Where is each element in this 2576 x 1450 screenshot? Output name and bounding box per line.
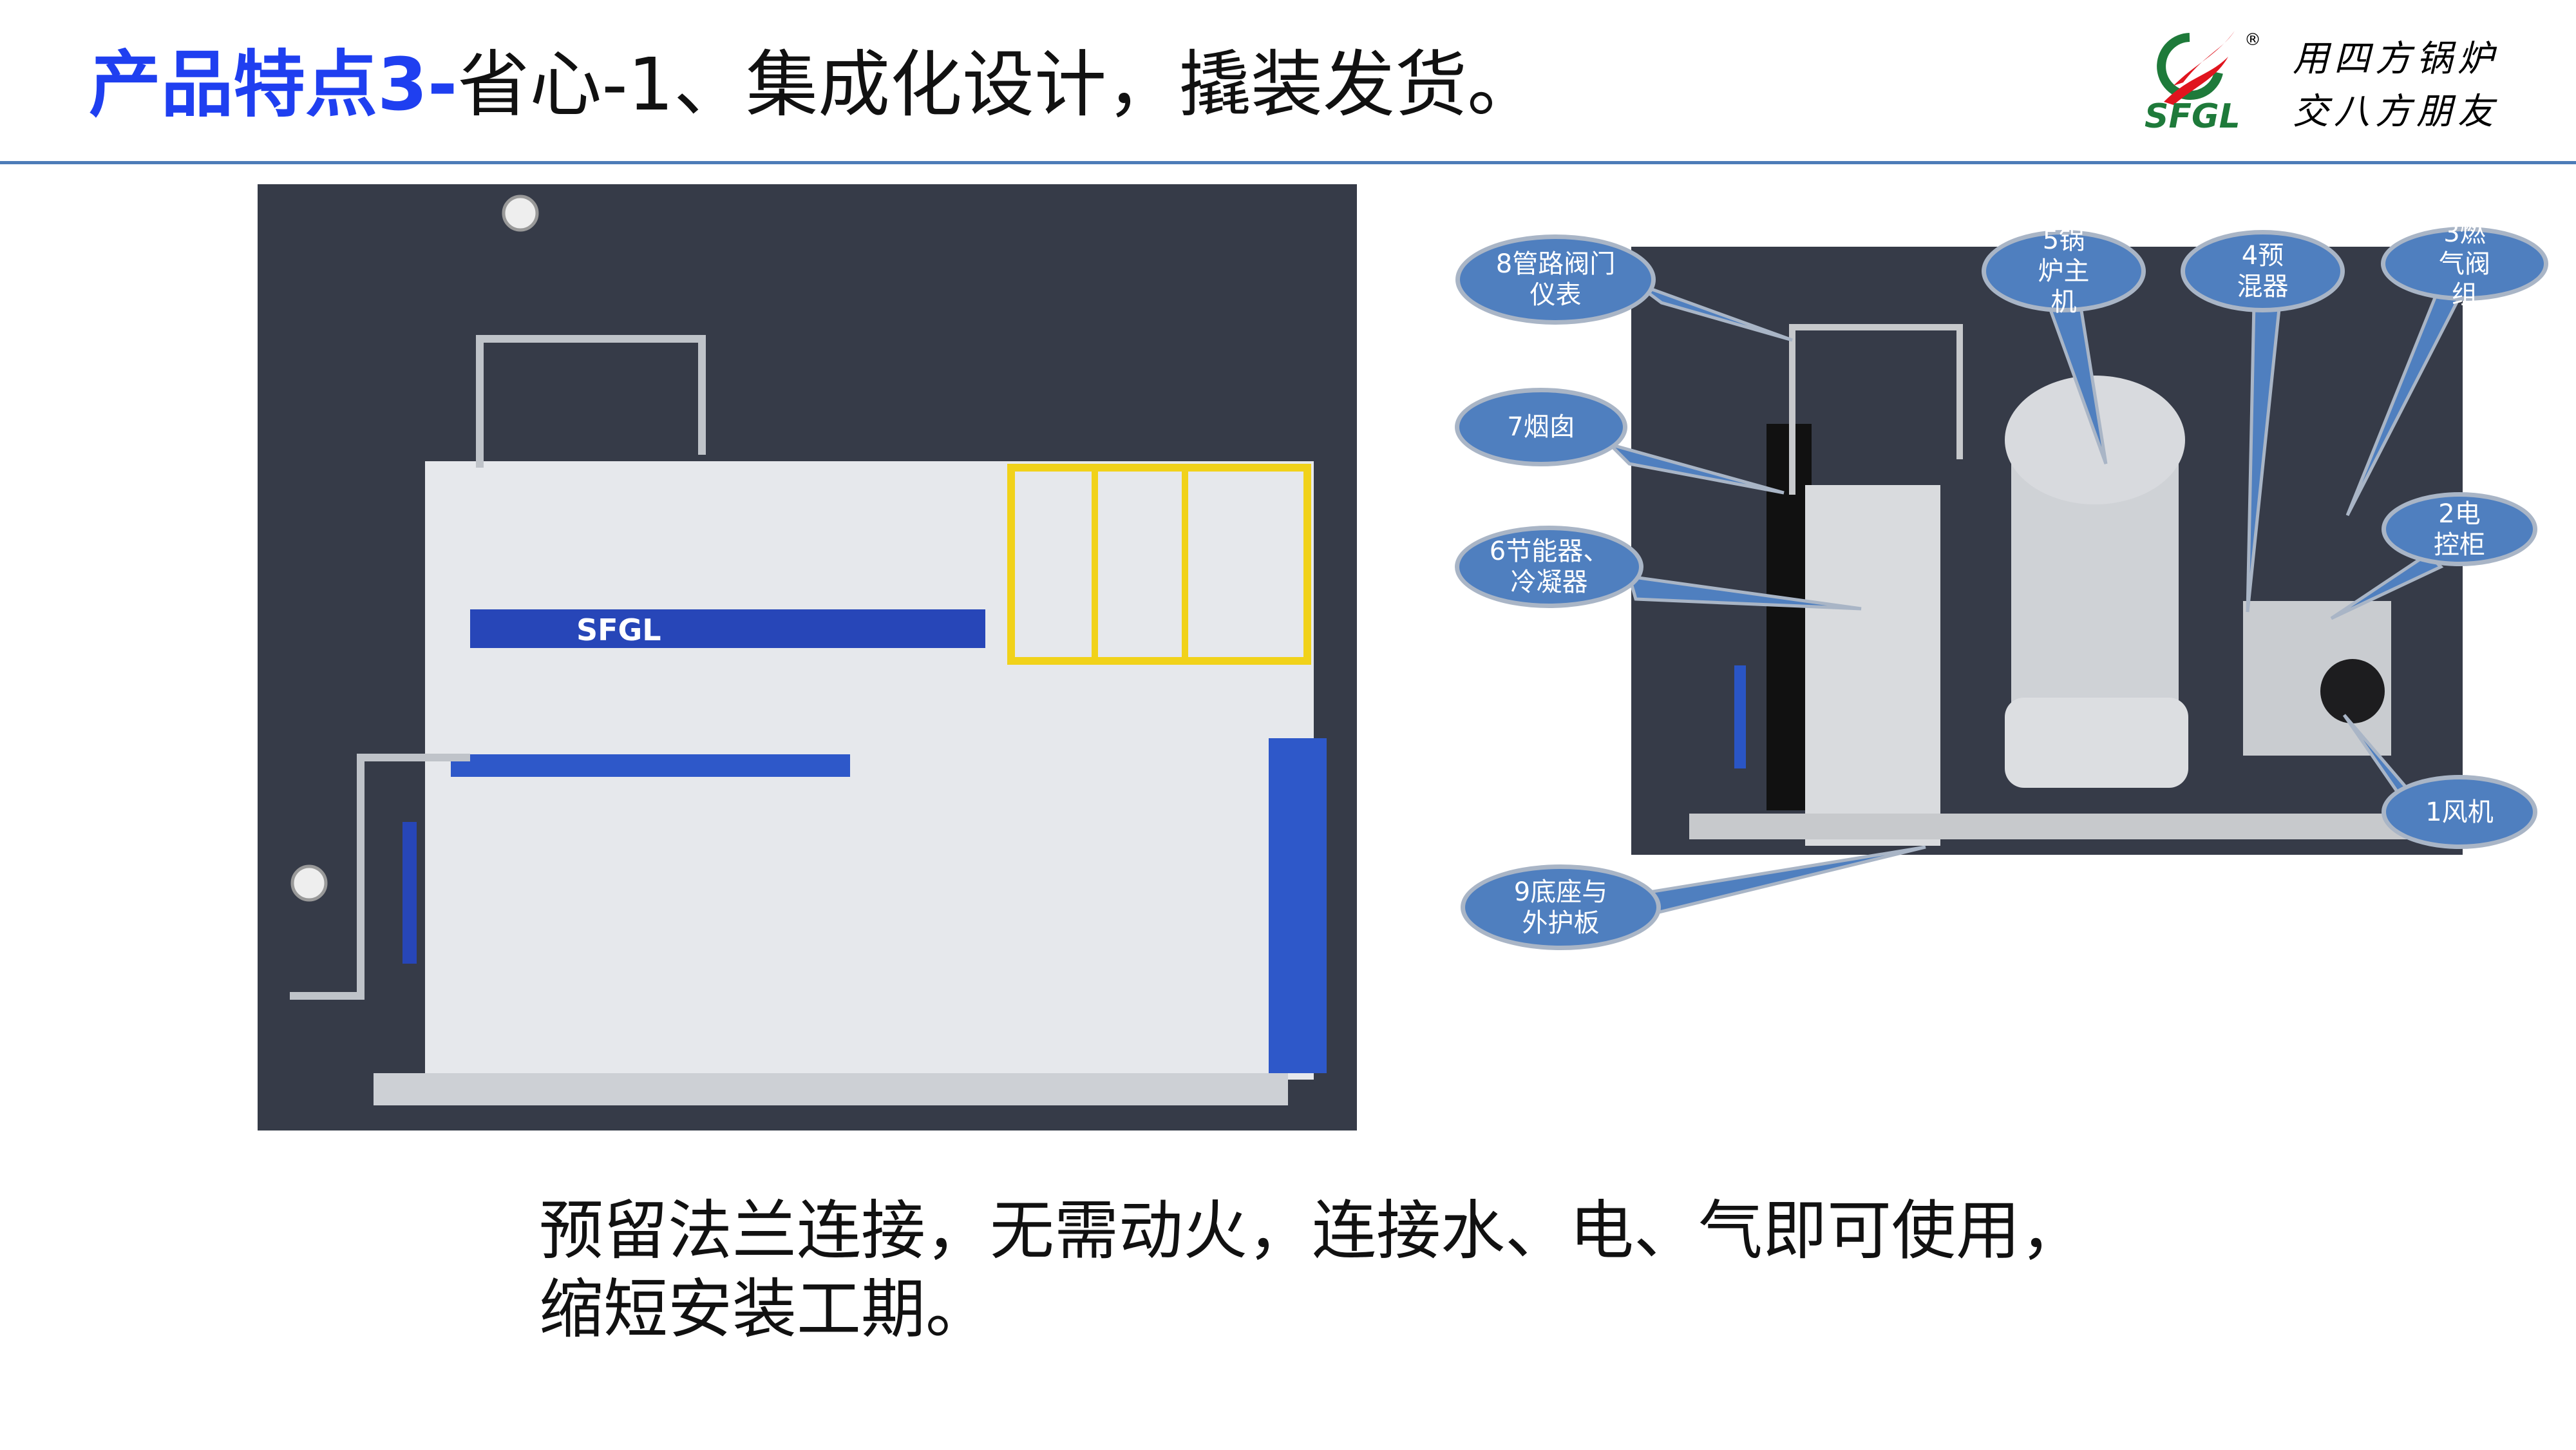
title-rest: 省心-1、集成化设计，撬装发货。 bbox=[457, 43, 1540, 127]
callout-9-base-panels: 9底座与外护板 bbox=[1461, 864, 1661, 950]
callout-3-gas-valve-train: 3燃气阀组 bbox=[2381, 218, 2548, 310]
side-brand-mark: SFGL bbox=[576, 613, 661, 647]
slogan-line-2: 交八方朋友 bbox=[2293, 91, 2499, 133]
page-title: 产品特点3-省心-1、集成化设计，撬装发货。 bbox=[89, 40, 1539, 130]
slogan-line-1: 用四方锅炉 bbox=[2293, 38, 2499, 80]
boiler-internal-render bbox=[1631, 247, 2463, 855]
title-highlight: 产品特点3- bbox=[89, 43, 458, 127]
callout-6-economizer-condenser: 6节能器、冷凝器 bbox=[1455, 526, 1643, 608]
description-line-1: 预留法兰连接，无需动火，连接水、电、气即可使用， bbox=[539, 1193, 2085, 1268]
callout-1-fan: 1风机 bbox=[2382, 775, 2537, 849]
sfgl-emblem-icon: ® SFGL bbox=[2145, 30, 2261, 136]
boiler-exterior-render: SFGL bbox=[258, 184, 1357, 1130]
description-line-2: 缩短安装工期。 bbox=[539, 1272, 990, 1347]
description-text: 预留法兰连接，无需动火，连接水、电、气即可使用， 缩短安装工期。 bbox=[539, 1192, 2085, 1349]
callout-5-boiler-main: 5锅炉主机 bbox=[1982, 225, 2146, 317]
callout-7-chimney: 7烟囱 bbox=[1455, 388, 1627, 466]
registered-mark: ® bbox=[2244, 30, 2261, 50]
logo-brand-text: SFGL bbox=[2145, 97, 2240, 134]
callout-4-premixer: 4预混器 bbox=[2181, 230, 2345, 312]
callout-2-control-cabinet: 2电控柜 bbox=[2382, 492, 2537, 566]
header-divider bbox=[0, 161, 2576, 164]
company-logo: ® SFGL 用四方锅炉 交八方朋友 bbox=[2145, 24, 2512, 136]
callout-8-piping-valves: 8管路阀门仪表 bbox=[1455, 234, 1656, 325]
